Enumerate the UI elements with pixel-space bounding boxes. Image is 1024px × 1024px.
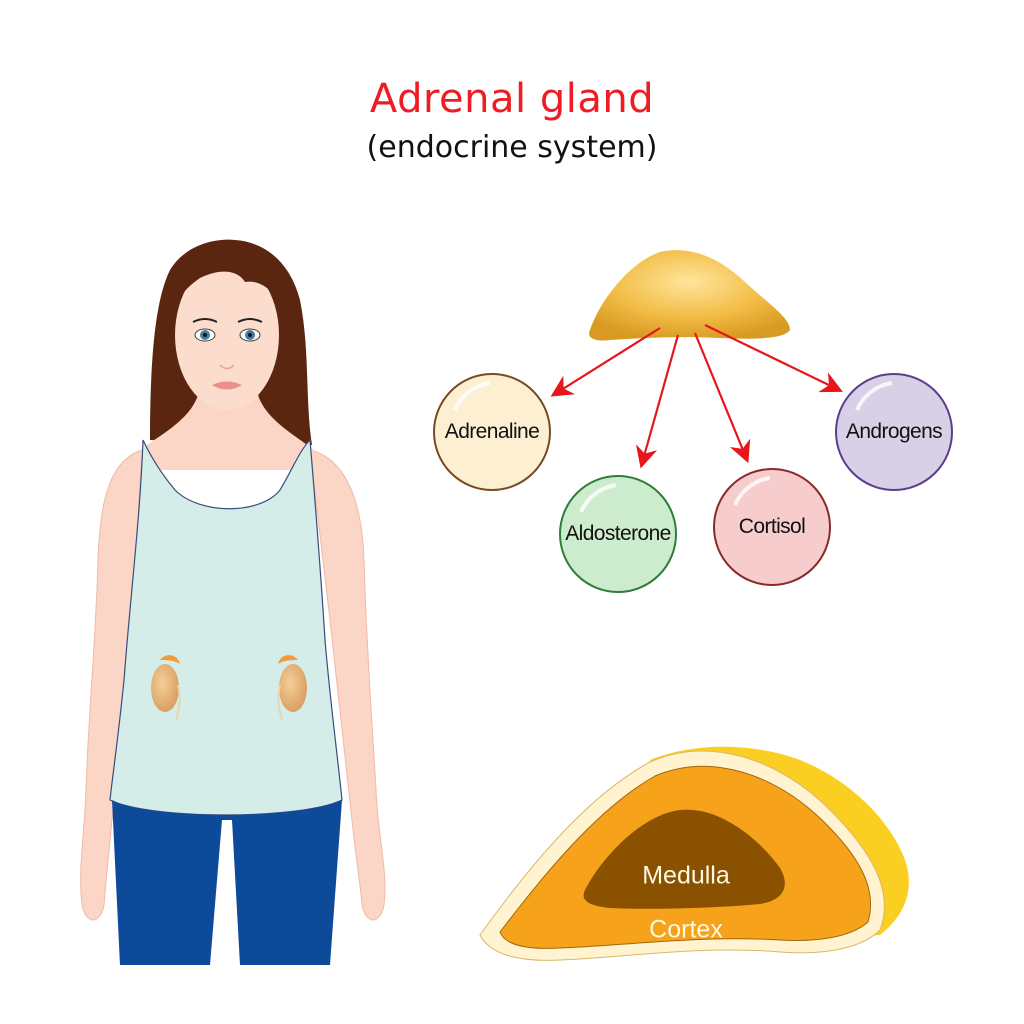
face [175,260,279,410]
hormone-arrows [550,324,843,469]
left-kidney [151,655,181,721]
left-arm [80,449,143,921]
nose [219,364,235,370]
medulla-layer [583,809,785,909]
cortex-label: Cortex [649,915,723,944]
woman-figure [80,239,386,965]
hormone-bubble-adrenaline [433,373,551,491]
hormone-label-androgens: Androgens [845,420,943,443]
hormone-bubble-aldosterone [559,475,677,593]
hormone-label-cortisol: Cortisol [738,515,806,538]
tank-top [109,438,343,816]
hormone-label-adrenaline: Adrenaline [444,420,540,443]
adrenal-gland [589,250,790,341]
neck [140,395,314,470]
pants [112,800,342,965]
right-kidney [277,655,307,721]
hair-fringe [178,257,278,300]
diagram-title: Adrenal gland [369,76,655,122]
diagram-subtitle: (endocrine system) [366,130,658,165]
medulla-label: Medulla [642,861,730,890]
right-arm [309,449,386,921]
lips [212,381,242,390]
gland-cross-section [479,746,909,961]
hormone-label-aldosterone: Aldosterone [565,522,671,545]
hormone-bubble-androgens [835,373,953,491]
hormone-bubble-cortisol [713,468,831,586]
